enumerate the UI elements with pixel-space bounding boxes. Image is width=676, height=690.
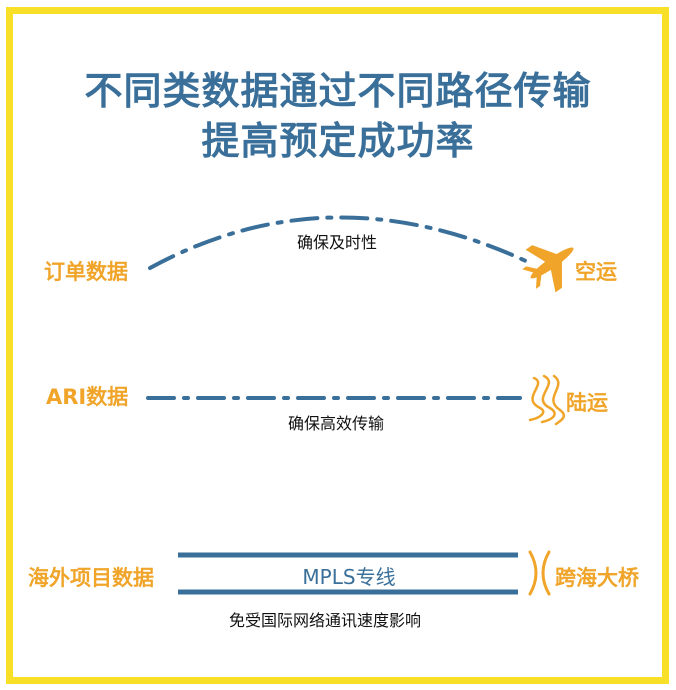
airplane-icon — [522, 245, 574, 293]
mpls-line-label: MPLS专线 — [302, 565, 396, 589]
caption-network: 免受国际网络通讯速度影响 — [229, 611, 422, 630]
bridge-icon — [528, 550, 551, 596]
diagram-frame — [6, 7, 669, 684]
channel-label-air: 空运 — [575, 260, 617, 284]
title-line-2: 提高预定成功率 — [201, 119, 475, 163]
air-route-line — [148, 215, 530, 270]
road-icon — [528, 374, 566, 426]
source-label-order: 订单数据 — [44, 260, 128, 284]
title-line-1: 不同类数据通过不同路径传输 — [84, 69, 592, 113]
channel-label-bridge: 跨海大桥 — [555, 566, 639, 590]
caption-efficiency: 确保高效传输 — [288, 414, 385, 433]
source-label-ari: ARI数据 — [46, 385, 129, 409]
channel-label-land: 陆运 — [566, 391, 608, 415]
source-label-overseas: 海外项目数据 — [28, 566, 154, 590]
caption-timeliness: 确保及时性 — [297, 233, 378, 252]
